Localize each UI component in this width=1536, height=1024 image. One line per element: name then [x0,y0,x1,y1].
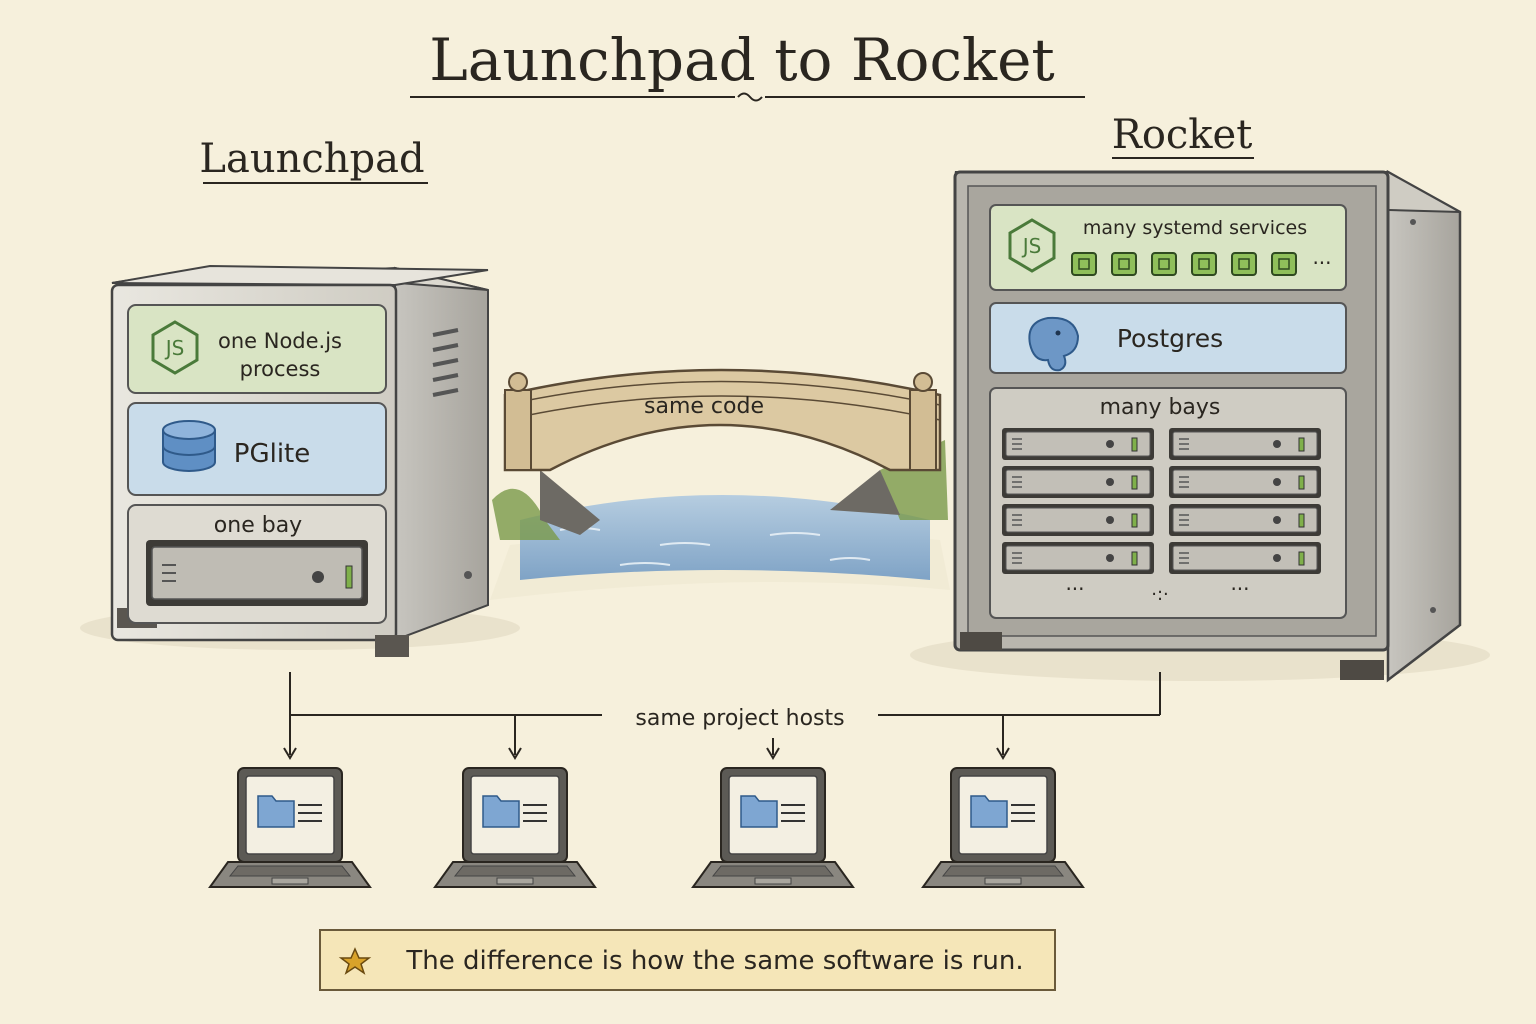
page-title: Launchpad to Rocket [429,26,1054,94]
service-led-icon [1151,252,1177,276]
drive-knob-icon [1273,440,1281,448]
bridge-finial-left [508,372,528,392]
launchpad-process-label-line2: process [240,357,321,381]
bridge-pillar-right [909,389,937,471]
rocket-services-label: many systemd services [1083,217,1307,239]
drive-knob-icon [1106,440,1114,448]
folder-icon [257,795,295,828]
title-flourish [737,92,763,102]
drive-led-icon [1131,513,1138,528]
laptop-icon [208,767,372,888]
bridge-finial-right [913,372,933,392]
right-rocks [830,470,900,515]
footer-note-box [319,929,1056,991]
drive-knob-icon [1106,516,1114,524]
drive-knob-icon [1106,478,1114,486]
drive-led-icon [345,565,353,589]
rocket-server: JS many systemd services ··· Postgres ma… [910,169,1490,683]
rocket-foot-right [1340,660,1384,680]
database-icon [162,420,216,472]
launchpad-foot-right [375,635,409,657]
rocket-nodejs-icon: JS [1008,218,1056,273]
launchpad-bay-label: one bay [214,513,302,538]
drive-led-icon [1131,475,1138,490]
service-led-icon [1271,252,1297,276]
rack-drive [1002,504,1154,536]
drive-led-icon [1131,437,1138,452]
rack-drive [1169,504,1321,536]
footer-note: The difference is how the same software … [319,929,1056,991]
laptop-icon [691,767,855,888]
rocket-foot-left [960,632,1002,650]
rack-drive [1002,542,1154,574]
rocket-drives [1002,428,1321,574]
launchpad-nodejs-icon: JS [151,320,199,375]
rack-drive [1002,428,1154,460]
drive-led-icon [1298,513,1305,528]
bridge-arch [503,368,942,472]
laptop-icon [921,767,1085,888]
left-rocks [540,470,600,535]
river [520,495,930,580]
launchpad-side [394,266,489,642]
rocket-side [1386,169,1462,683]
service-led-icon [1191,252,1217,276]
laptop-icon [433,767,597,888]
hosts-label: same project hosts [635,706,844,731]
launchpad-process-label-line1: one Node.js [218,329,342,353]
svg-text:JS: JS [1021,234,1042,258]
services-ellipsis: ··· [1312,251,1331,275]
launchpad-side-screw [464,571,472,579]
drive-led-icon [1131,551,1138,566]
drive-led-icon [1298,437,1305,452]
drive-led-icon [1298,475,1305,490]
bays-ellipsis-mid: ·:· [1151,584,1169,605]
launchpad-db-label: PGlite [234,439,310,469]
postgres-elephant-icon [1028,316,1080,372]
service-led-icon [1071,252,1097,276]
host-connectors [283,672,1161,760]
drive-knob-icon [1273,516,1281,524]
rocket-heading: Rocket [1112,112,1253,158]
folder-icon [482,795,520,828]
rack-drive [1002,466,1154,498]
drive-knob-icon [312,571,324,583]
laptops-group [208,767,1085,888]
star-icon [338,947,372,975]
rocket-bays-label: many bays [1100,395,1221,420]
title-group: Launchpad to Rocket [410,26,1085,102]
folder-icon [970,795,1008,828]
svg-text:JS: JS [164,336,185,360]
launchpad-vent [432,328,459,397]
bays-ellipsis-right: ··· [1230,577,1249,601]
bridge-pillar-left [504,389,532,471]
bridge-label: same code [644,394,764,419]
rack-drive [1169,428,1321,460]
drive-knob-icon [1273,554,1281,562]
folder-icon [740,795,778,828]
launchpad-process-panel [127,304,387,394]
service-led-icon [1231,252,1257,276]
launchpad-heading: Launchpad [199,136,424,182]
rocket-db-panel [989,302,1347,374]
rocket-db-label: Postgres [1117,324,1223,353]
bridge: same code [490,368,950,600]
bays-ellipsis-left: ··· [1065,577,1084,601]
rack-drive [1169,542,1321,574]
left-bank-grass [492,488,560,540]
service-leds [1071,252,1297,276]
launchpad-server: JS one Node.js process PGlite one bay [80,264,520,657]
footer-note-text: The difference is how the same software … [405,946,1023,976]
drive-knob-icon [1106,554,1114,562]
launchpad-drive [146,540,368,606]
drive-knob-icon [1273,478,1281,486]
service-led-icon [1111,252,1137,276]
drive-led-icon [1298,551,1305,566]
rack-drive [1169,466,1321,498]
